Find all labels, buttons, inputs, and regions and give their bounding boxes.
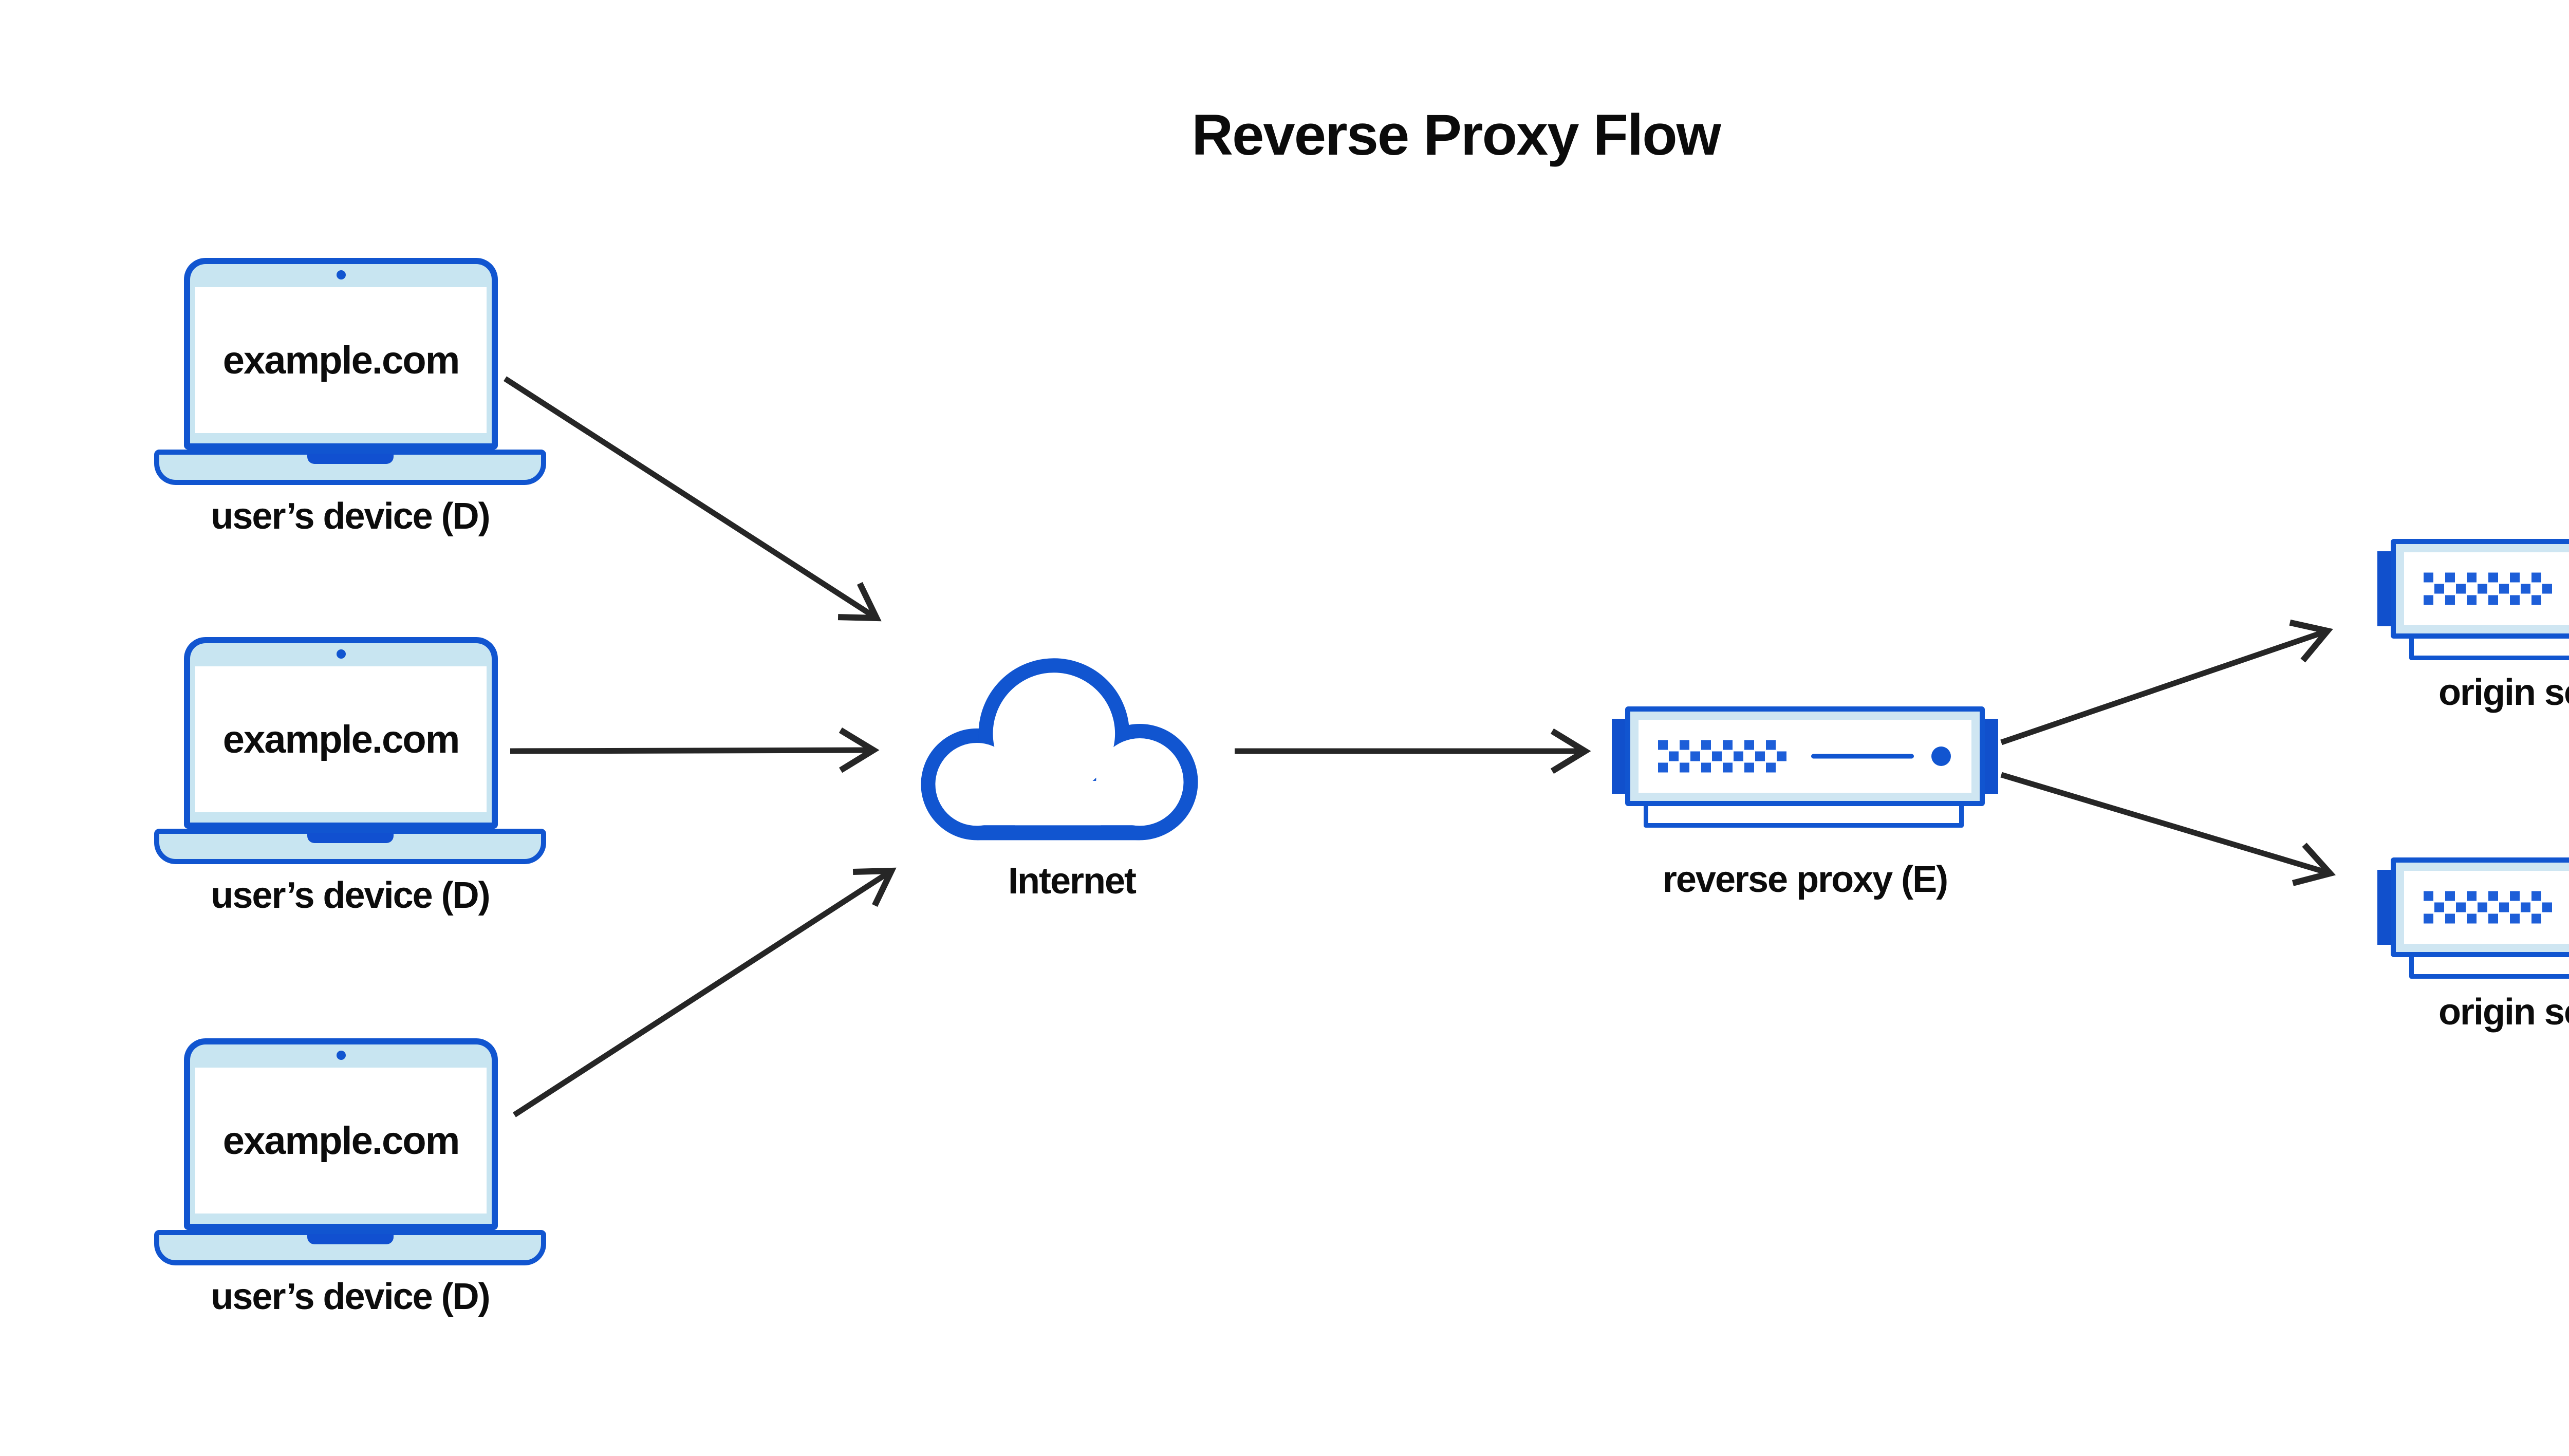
laptop-base [154,829,546,864]
vent-row [1658,740,1776,750]
user-device-1: example.com user’s device (D) [154,258,546,546]
browser-url-text: example.com [195,666,487,812]
browser-url-text: example.com [195,1068,487,1214]
vent-row [2434,902,2552,912]
vent-row [1669,751,1786,761]
arrow-device2-to-internet [510,727,880,773]
arrow-device3-to-internet [513,867,897,1117]
server-front-panel [2391,539,2569,639]
vent-row [2424,891,2541,901]
server-slot-line [1811,754,1914,759]
laptop-hinge [307,1234,394,1244]
internet-label: Internet [1008,861,1137,902]
vent-row [2424,595,2541,605]
server-faceplate [1639,720,1971,793]
reverse-proxy-label: reverse proxy (E) [1662,859,1948,900]
led-indicator-icon [1931,746,1951,766]
laptop-hinge [307,454,394,464]
camera-icon [336,1051,346,1060]
user-device-3: example.com user’s device (D) [154,1038,546,1326]
reverse-proxy-server [1612,706,1998,830]
device-label: user’s device (D) [211,496,490,537]
internet-cloud [909,648,1200,845]
server-vents-icon [1658,740,1792,773]
arrow-proxy-to-origin1 [2000,619,2333,745]
origin-server-2-label: origin server (F) [2438,992,2569,1033]
laptop-base [154,450,546,485]
server-faceplate [2404,552,2569,625]
server-faceplate [2404,871,2569,944]
vent-row [1658,762,1776,773]
origin-server-2 [2377,857,2569,981]
laptop-screen: example.com [184,258,498,450]
laptop-base [154,1230,546,1265]
camera-icon [336,270,346,279]
vent-row [2434,584,2552,594]
user-device-2: example.com user’s device (D) [154,637,546,925]
arrow-device1-to-internet [504,376,882,622]
vent-row [2424,913,2541,924]
arrow-proxy-to-origin2 [2000,772,2336,886]
browser-url-text: example.com [195,287,487,433]
server-front-panel [1625,706,1985,806]
device-label: user’s device (D) [211,875,490,916]
page-title: Reverse Proxy Flow [1192,103,1721,167]
laptop-screen: example.com [184,1038,498,1230]
device-label: user’s device (D) [211,1276,490,1317]
laptop-screen: example.com [184,637,498,829]
server-vents-icon [2424,891,2557,924]
server-front-panel [2391,857,2569,957]
origin-server-1-label: origin server (F) [2438,672,2569,713]
origin-server-1 [2377,539,2569,662]
vent-row [2424,572,2541,583]
camera-icon [336,649,346,659]
server-vents-icon [2424,572,2557,605]
laptop-hinge [307,833,394,843]
cloud-icon [921,658,1198,841]
